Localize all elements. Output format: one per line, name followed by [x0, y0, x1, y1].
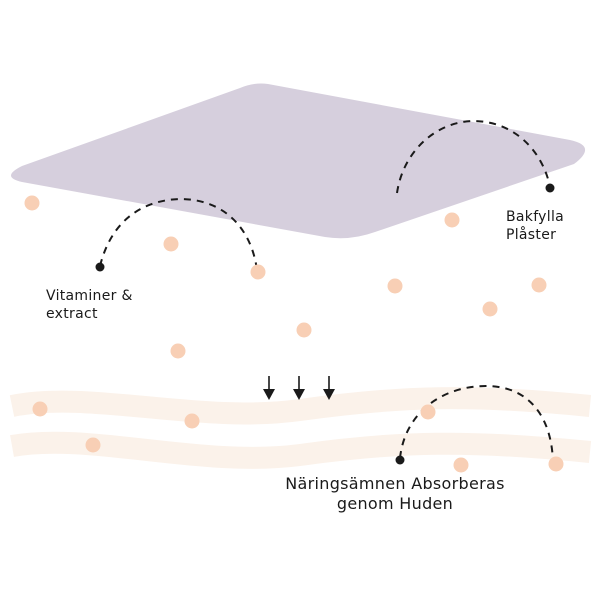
particle: [444, 212, 460, 228]
particle: [387, 278, 403, 294]
down-arrow-icon: [293, 376, 305, 400]
particle: [420, 404, 436, 420]
label-vitamins-line-2: extract: [46, 305, 98, 322]
endpoint-dot-absorb: [395, 455, 405, 465]
particle: [24, 195, 40, 211]
patch-sheet: [11, 83, 586, 239]
dashed-arc-absorb: [399, 384, 554, 464]
label-vitamins: Vitaminer & extract: [46, 288, 133, 324]
particle: [453, 457, 469, 473]
down-arrow-icon: [323, 376, 335, 400]
skin-layer-top: [9, 387, 592, 425]
particle: [163, 236, 179, 252]
particle: [184, 413, 200, 429]
down-arrow-icon: [263, 376, 275, 400]
label-absorbed-line-2: genom Huden: [336, 494, 454, 514]
particle: [482, 301, 498, 317]
label-refill: Bakfylla Plåster: [506, 209, 564, 245]
label-absorbed-line-1: Näringsämnen Absorberas: [285, 474, 505, 493]
particle: [296, 322, 312, 338]
particle: [548, 456, 564, 472]
endpoint-dot-vitamins: [95, 262, 105, 272]
label-absorbed: Näringsämnen Absorberas genom Huden: [260, 474, 530, 515]
particle: [32, 401, 48, 417]
particle: [531, 277, 547, 293]
particle: [85, 437, 101, 453]
dashed-arc-vitamins: [99, 197, 258, 271]
particle: [250, 264, 266, 280]
particle: [170, 343, 186, 359]
particles: [24, 195, 564, 473]
label-refill-line-2: Plåster: [506, 226, 557, 243]
label-refill-line-1: Bakfylla: [506, 209, 565, 225]
endpoint-dot-refill: [545, 183, 555, 193]
label-vitamins-line-1: Vitaminer &: [46, 288, 133, 304]
